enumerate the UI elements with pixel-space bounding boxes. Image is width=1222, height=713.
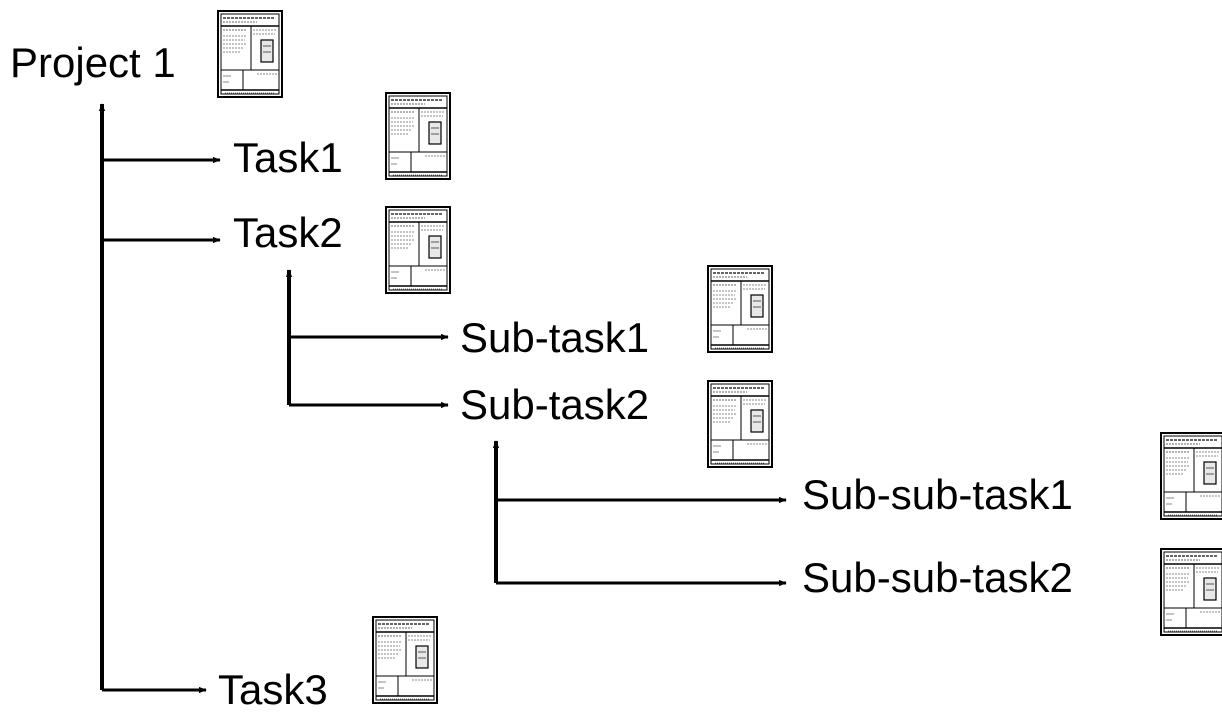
- sub-sub-task-1-label: Sub-sub-task1: [802, 471, 1073, 518]
- task-1-label: Task1: [233, 134, 343, 181]
- task-2-document-icon: [385, 206, 451, 294]
- sub-sub-task-1-document-icon: [1160, 432, 1222, 520]
- task-2-label: Task2: [233, 209, 343, 256]
- sub-sub-task-2-document-icon: [1160, 548, 1222, 636]
- task-1-document-icon: [385, 92, 451, 180]
- task-3-label: Task3: [218, 666, 328, 713]
- sub-task-1-label: Sub-task1: [460, 314, 650, 361]
- sub-task-1-document-icon: [707, 265, 773, 353]
- sub-task-2-document-icon: [707, 380, 773, 468]
- sub-task-2-label: Sub-task2: [460, 381, 650, 428]
- project-1-document-icon: [217, 10, 283, 98]
- sub-sub-task-2-label: Sub-sub-task2: [802, 554, 1073, 601]
- task-3-document-icon: [372, 616, 438, 704]
- project-1-label: Project 1: [10, 39, 176, 86]
